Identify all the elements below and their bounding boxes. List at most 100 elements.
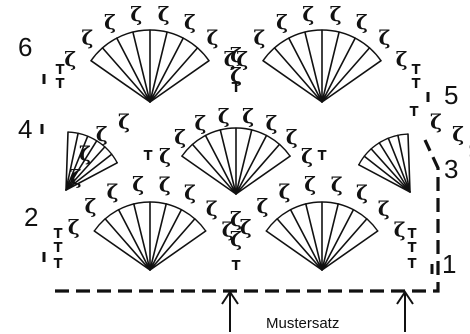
fan-stitch-line [65, 153, 113, 191]
chain-stitch-row2: ζ [304, 172, 316, 196]
fan-arc [181, 127, 291, 157]
repeat-caption: Mustersatz [266, 315, 339, 332]
chain-stitch-row2: ζ [159, 172, 171, 196]
chain-stitch-row2: ζ [68, 215, 80, 239]
fan-arc [262, 29, 382, 62]
fan-stitch-line [117, 208, 151, 271]
fan-stitch-line [289, 208, 323, 271]
chain-stitch-row6: ζ [104, 10, 116, 34]
chain-stitch-row4: ζ [194, 111, 206, 135]
fan-stitch-line [321, 37, 357, 103]
treble-stitch: T [412, 63, 421, 78]
chain-stitch-row2: ζ [257, 194, 269, 218]
fan-arc [358, 133, 409, 166]
treble-stitch: T [412, 77, 421, 92]
fan-stitch-line [235, 155, 291, 195]
chain-stitch-row4: ζ [430, 110, 442, 134]
chain-stitch-row4: ζ [452, 122, 464, 146]
pattern-repeat-outline [55, 139, 440, 293]
fan-arc [67, 131, 118, 164]
fan-stitch-line [321, 203, 340, 271]
chain-stitch-row6: ζ [302, 2, 314, 26]
chain-stitch-row6: ζ [253, 26, 265, 50]
chain-stitch-row4: ζ [301, 144, 313, 168]
chain-stitch-row4: ζ [70, 165, 82, 189]
row-number-5: 5 [444, 80, 458, 110]
fan-stitch-line [262, 59, 323, 103]
fan-stitch-line [149, 208, 183, 271]
fan-stitch-line [149, 47, 199, 103]
treble-stitch: T [56, 77, 65, 92]
treble-stitch: T [318, 149, 327, 164]
fan-stitch-line [116, 37, 151, 103]
fan-row4-right [357, 133, 411, 193]
fan-stitch-line [321, 208, 355, 271]
repeat-end-arrow [396, 290, 414, 332]
treble-stitch: T [56, 63, 65, 78]
fan-stitch-line [287, 37, 323, 103]
chain-stitch-row6: ζ [379, 26, 391, 50]
chain-stitch-row2: ζ [331, 172, 343, 196]
fan-arc [93, 201, 207, 232]
fan-stitch-line [357, 164, 411, 193]
fan-stitch-line [101, 47, 151, 103]
fan-stitch-line [90, 59, 151, 103]
chain-stitch-row4: ζ [469, 142, 470, 166]
treble-stitch: T [410, 105, 419, 120]
fan-stitch-line [204, 134, 237, 195]
fan-row6-left [90, 29, 210, 103]
chain-stitch-row2: ζ [240, 215, 252, 239]
chain-stitch-row2: ζ [132, 172, 144, 196]
fan-stitch-line [93, 230, 151, 271]
fan-stitch-line [149, 230, 207, 271]
chain-stitch-row6: ζ [224, 47, 236, 71]
chain-stitch-row2: ζ [85, 194, 97, 218]
fan-stitch-line [235, 134, 268, 195]
treble-stitch: T [408, 241, 417, 256]
fan-stitch-line [265, 230, 323, 271]
fan-stitch-line [387, 137, 411, 193]
fan-stitch-line [397, 134, 411, 193]
chain-stitch-row6: ζ [81, 26, 93, 50]
fan-stitch-line [149, 218, 196, 271]
fan-stitch-line [191, 143, 237, 195]
chain-stitch-row6: ζ [158, 2, 170, 26]
fan-stitch-line [133, 203, 151, 271]
fan-stitch-line [132, 31, 151, 103]
treble-stitch: T [232, 81, 241, 96]
chain-stitch-row6: ζ [396, 47, 408, 71]
fan-arc [90, 29, 210, 62]
fan-stitch-line [276, 218, 323, 271]
fan-row2-left [93, 201, 207, 271]
treble-stitch: T [408, 257, 417, 272]
row-number-4: 4 [18, 114, 32, 144]
fan-stitch-line [104, 218, 151, 271]
chain-stitch-column: ζ [230, 63, 242, 87]
treble-stitch: T [408, 227, 417, 242]
chain-stitch-row2: ζ [222, 218, 234, 242]
fan-row2-right [265, 201, 379, 271]
chain-stitch-row2: ζ [378, 196, 390, 220]
fan-stitch-line [65, 146, 106, 191]
fan-row4-center [181, 127, 291, 195]
chain-stitch-row4: ζ [286, 125, 298, 149]
chain-stitch-column: ζ [230, 207, 242, 231]
fan-stitch-line [219, 129, 237, 195]
chain-stitch-row6: ζ [276, 10, 288, 34]
fan-stitch-line [149, 31, 168, 103]
chain-stitch-row4: ζ [96, 122, 108, 146]
row-number-6: 6 [18, 32, 32, 62]
fan-stitch-line [65, 135, 89, 191]
fan-stitch-line [321, 31, 340, 103]
row-number-1: 1 [442, 249, 456, 279]
chain-stitch-row2: ζ [356, 181, 368, 205]
fan-stitch-line [273, 47, 323, 103]
fan-stitch-line [321, 59, 382, 103]
chain-stitch-row4: ζ [218, 104, 230, 128]
chain-stitch-row6: ζ [130, 2, 142, 26]
chain-stitch-row2: ζ [394, 218, 406, 242]
fan-stitch-line [65, 131, 69, 191]
chain-stitch-row2: ζ [279, 179, 291, 203]
treble-stitch: T [232, 259, 241, 274]
